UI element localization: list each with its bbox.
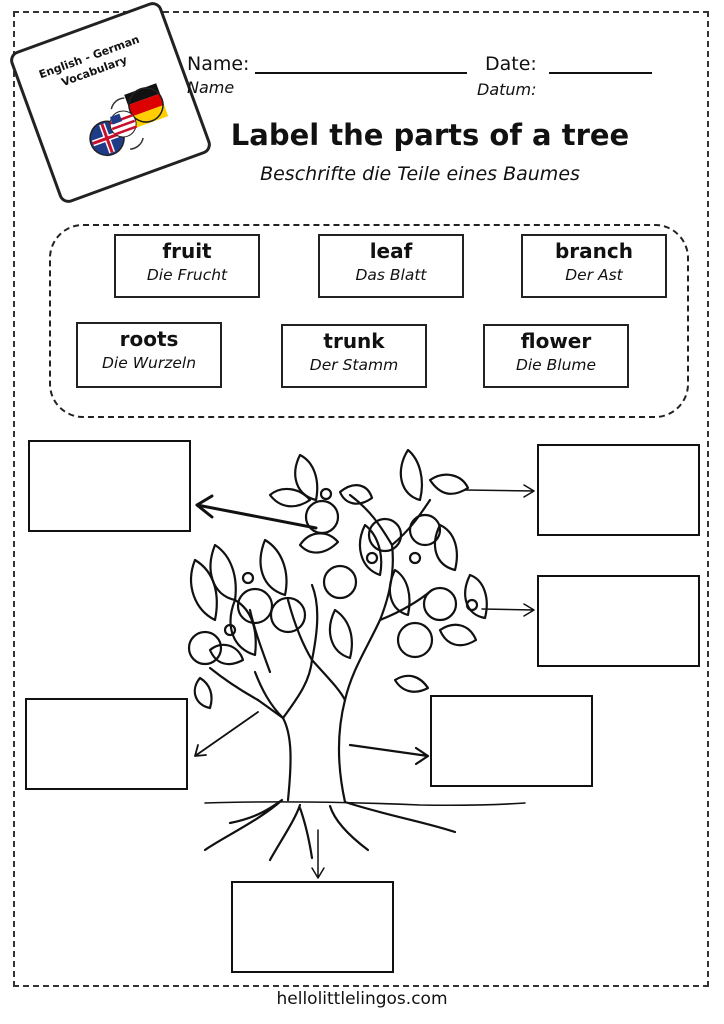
answer-box-top-left[interactable] bbox=[28, 440, 191, 532]
answer-box-mid-right[interactable] bbox=[537, 575, 700, 667]
page-subtitle: Beschrifte die Teile eines Baumes bbox=[260, 163, 580, 185]
page-border bbox=[13, 11, 709, 987]
word-en: leaf bbox=[369, 239, 413, 263]
footer-url: hellolittlelingos.com bbox=[276, 989, 448, 1009]
answer-box-mid-left[interactable] bbox=[25, 698, 188, 790]
word-de: Die Wurzeln bbox=[101, 354, 197, 372]
word-card-leaf: leaf Das Blatt bbox=[318, 234, 464, 298]
word-card-flower: flower Die Blume bbox=[483, 324, 629, 388]
name-label: Name: bbox=[187, 53, 250, 75]
word-en: trunk bbox=[323, 329, 385, 353]
flags-icon bbox=[89, 83, 169, 157]
word-card-trunk: trunk Der Stamm bbox=[281, 324, 427, 388]
word-bank bbox=[49, 224, 689, 418]
word-card-fruit: fruit Die Frucht bbox=[114, 234, 260, 298]
word-en: flower bbox=[520, 329, 592, 353]
word-de: Der Ast bbox=[565, 266, 623, 284]
date-input-line[interactable] bbox=[549, 72, 652, 74]
word-en: roots bbox=[119, 327, 179, 351]
word-de: Die Blume bbox=[515, 356, 597, 374]
word-de: Der Stamm bbox=[309, 356, 399, 374]
word-en: branch bbox=[554, 239, 633, 263]
date-sub-label: Datum: bbox=[477, 80, 537, 99]
word-card-roots: roots Die Wurzeln bbox=[76, 322, 222, 388]
word-de: Die Frucht bbox=[146, 266, 228, 284]
name-sub-label: Name bbox=[187, 78, 235, 97]
vocabulary-logo: English - German Vocabulary bbox=[7, 0, 214, 206]
word-de: Das Blatt bbox=[355, 266, 427, 284]
date-label: Date: bbox=[485, 53, 537, 75]
answer-box-top-right[interactable] bbox=[537, 444, 700, 536]
name-input-line[interactable] bbox=[255, 72, 467, 74]
word-card-branch: branch Der Ast bbox=[521, 234, 667, 298]
page-title: Label the parts of a tree bbox=[230, 118, 630, 152]
answer-box-trunk-right[interactable] bbox=[430, 695, 593, 787]
answer-box-bottom[interactable] bbox=[231, 881, 394, 973]
word-en: fruit bbox=[162, 239, 212, 263]
